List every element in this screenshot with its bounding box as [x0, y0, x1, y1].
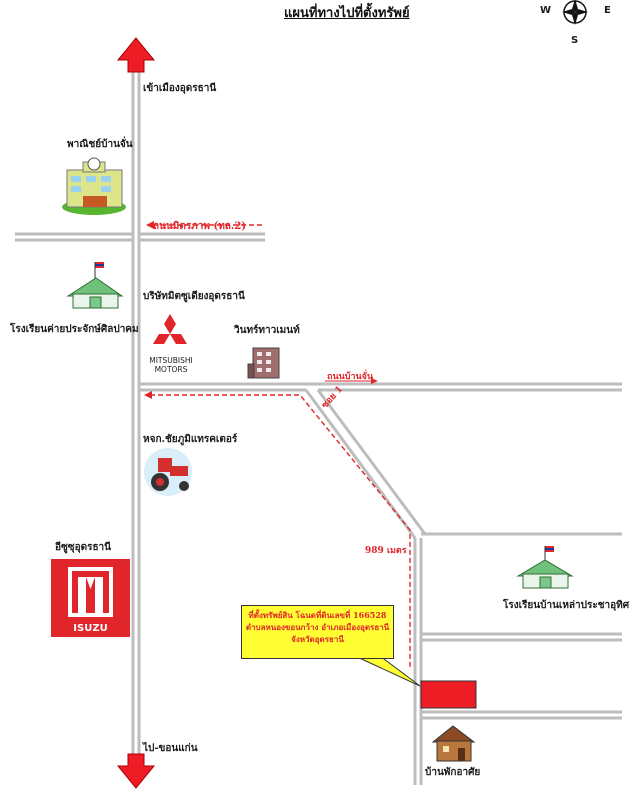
mitsubishi-logo-line1: MITSUBISHI	[149, 356, 193, 365]
compass-south: S	[571, 35, 579, 46]
route-ban-chan-segment	[150, 394, 411, 670]
isuzu-logo-text: ISUZU	[73, 623, 108, 634]
callout-line3: จังหวัดอุดรธานี	[291, 634, 344, 644]
compass-icon	[562, 0, 588, 25]
callout-line2: ตำบลหนองขอนกว้าง อำเภอเมืองอุดรธานี	[245, 622, 390, 632]
mitsubishi-logo-line2: MOTORS	[154, 365, 188, 374]
isuzu-logo: ISUZU	[51, 559, 130, 637]
label-commercial-bank: พาณิชย์บ้านจั่น	[67, 139, 133, 150]
label-ban-chan-road: ถนนบ้านจั่น	[327, 372, 374, 382]
mitsubishi-logo-text: MITSUBISHI MOTORS	[140, 356, 202, 374]
label-mitsubishi-dealer: บริษัทมิตซูเดียงอุดรธานี	[143, 291, 245, 302]
label-dormitory: บ้านพักอาศัย	[425, 767, 481, 778]
north-arrow-head	[116, 37, 156, 73]
label-to-udon-city: เข้าเมืองอุดรธานี	[143, 83, 217, 94]
roads	[15, 62, 622, 785]
label-school-right: โรงเรียนบ้านเหล่าประชาอุทิศ	[503, 600, 630, 611]
label-school-left: โรงเรียนค่ายประจักษ์ศิลปาคม	[10, 324, 139, 335]
house-icon	[431, 725, 476, 762]
soi-diagonal-b	[316, 389, 427, 535]
south-arrow-head	[116, 753, 156, 789]
label-mittraphap-road: ถนนมิตรภาพ (ทล.2)	[153, 221, 247, 232]
callout-line1: ที่ตั้งทรัพย์สิน โฉนดที่ดินเลขที่ 166528	[248, 610, 387, 620]
route-arrow-ban-chan	[144, 391, 152, 399]
soi-diagonal-a	[304, 389, 417, 539]
tractor-icon	[144, 448, 192, 496]
label-distance: 989 เมตร	[365, 546, 407, 556]
label-to-khon-kaen: ไป-ขอนแก่น	[143, 743, 198, 754]
label-tractor-shop: หจก.ชัยภูมิแทรคเตอร์	[143, 434, 238, 445]
mitsubishi-logo	[153, 314, 187, 344]
compass-west: W	[540, 5, 552, 16]
school-icon-left	[66, 262, 124, 309]
apartment-building-icon	[247, 347, 280, 379]
compass-east: E	[604, 5, 611, 16]
target-property-marker	[420, 680, 477, 709]
school-icon-right	[516, 546, 574, 589]
commercial-building-icon	[62, 157, 126, 215]
isuzu-emblem-icon	[68, 567, 113, 617]
label-win-apartment: วินทร์ทาวเมนท์	[234, 325, 300, 336]
label-isuzu-dealer: อีซูซุอุดรธานี	[55, 542, 112, 553]
callout-pointer	[354, 655, 421, 687]
property-callout: ที่ตั้งทรัพย์สิน โฉนดที่ดินเลขที่ 166528…	[241, 605, 394, 659]
route-arrow-mittraphap	[146, 221, 154, 229]
route-line	[150, 224, 411, 670]
ban-chan-arrow-head	[371, 378, 378, 384]
map-title: แผนที่ทางไปที่ตั้งทรัพย์	[284, 6, 410, 21]
